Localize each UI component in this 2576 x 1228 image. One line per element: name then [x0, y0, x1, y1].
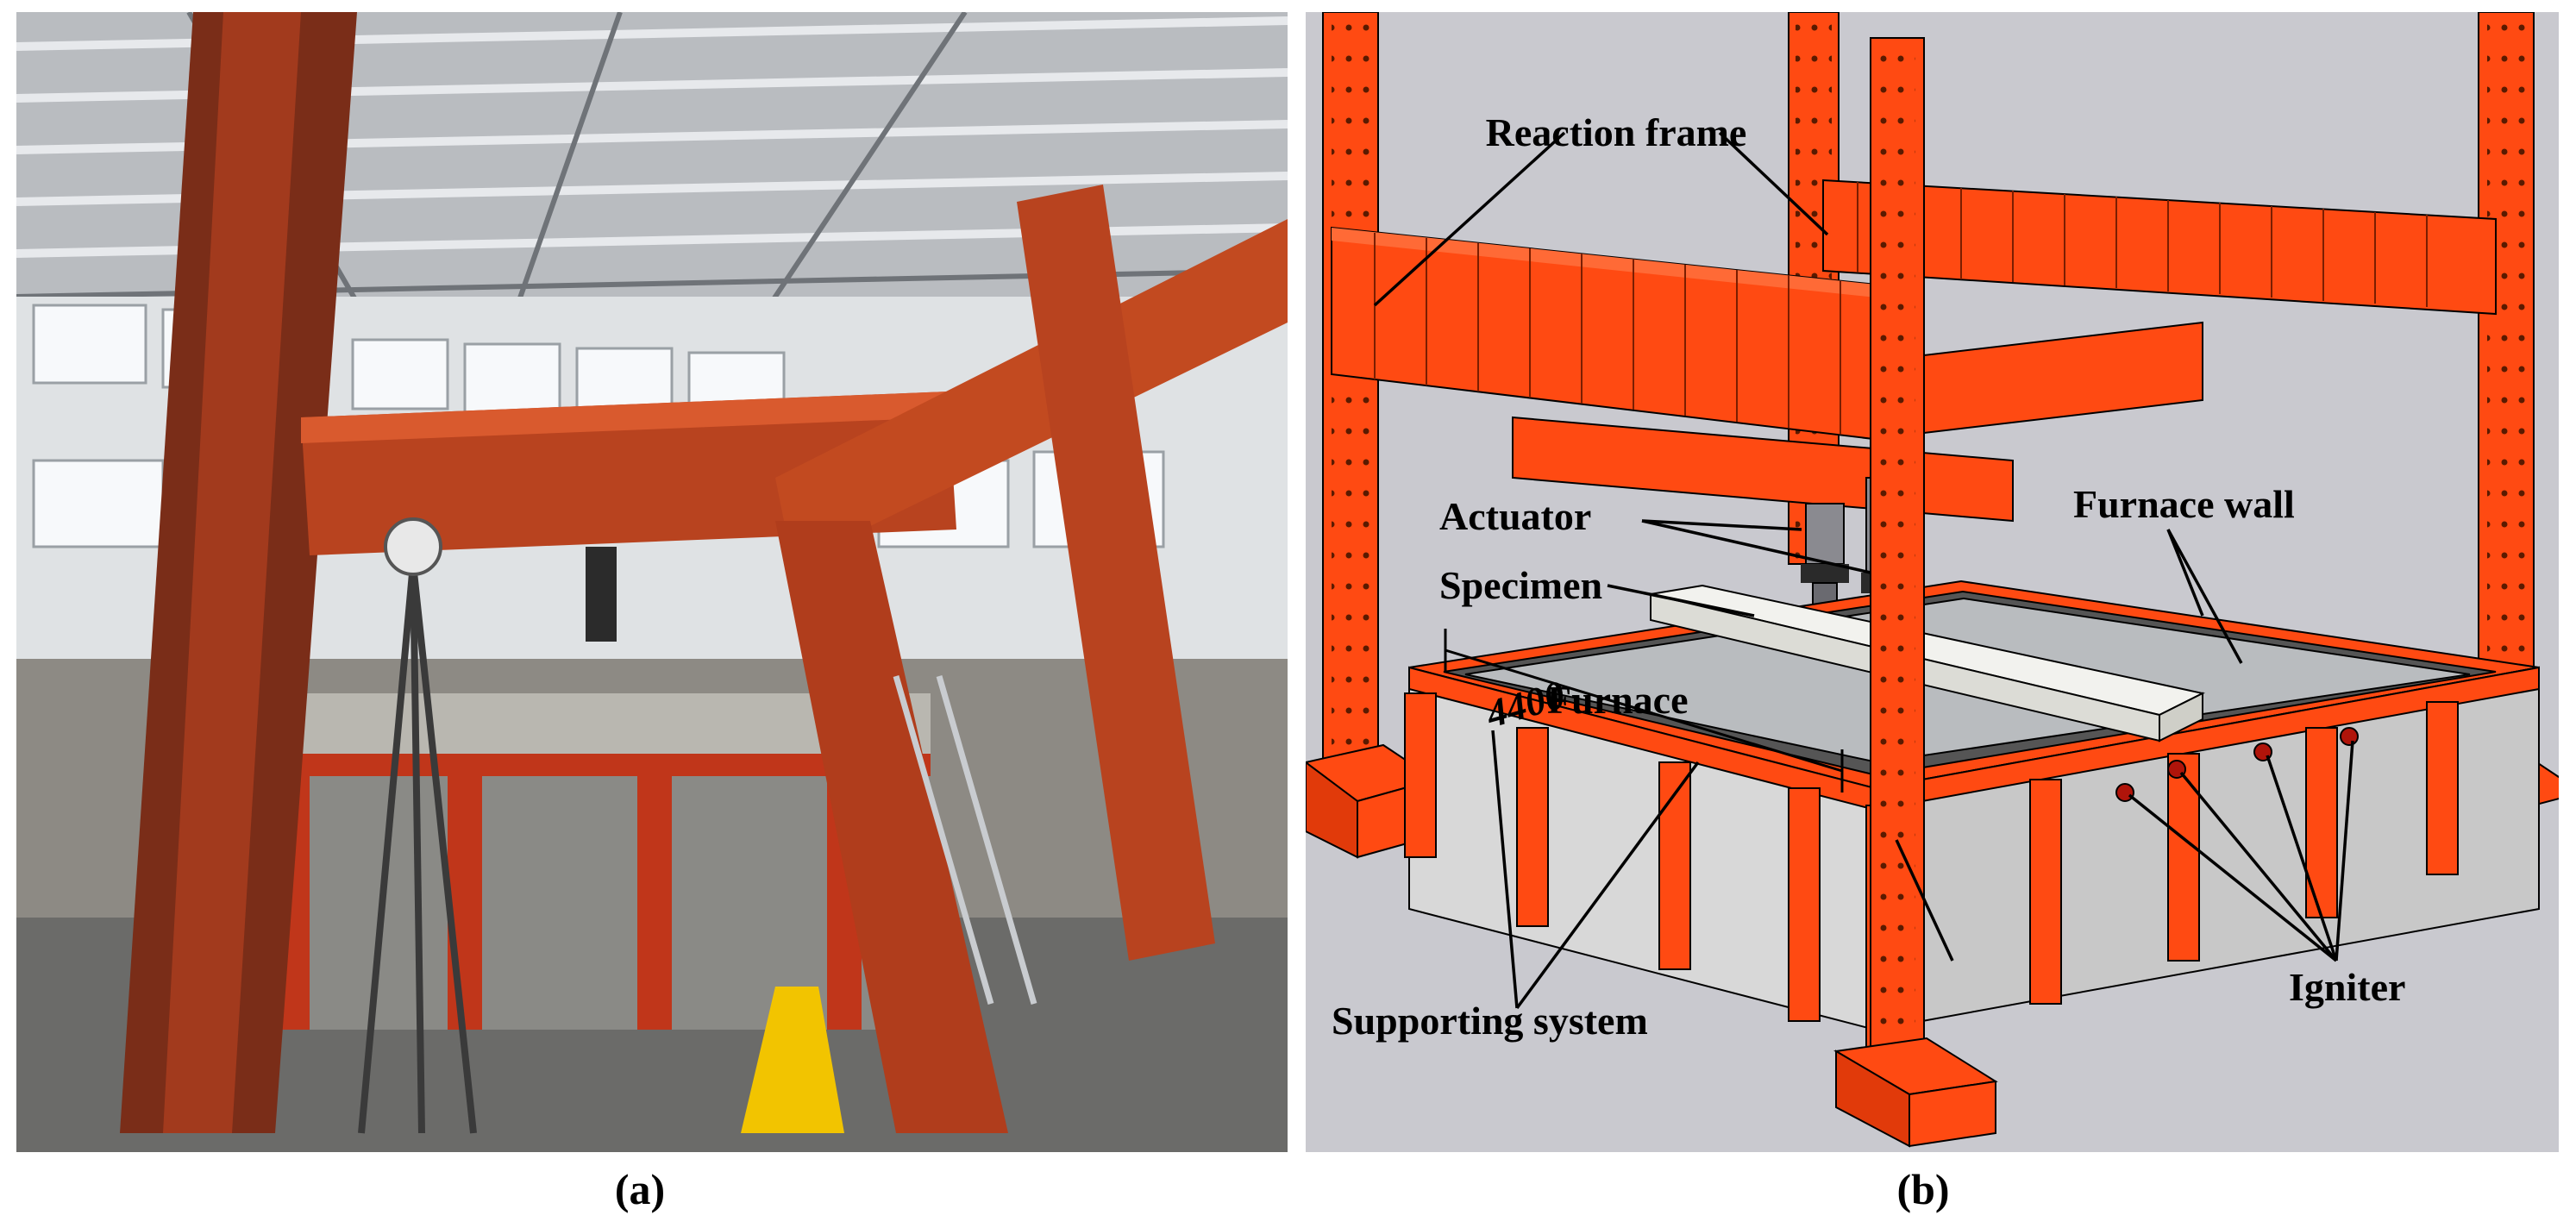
actuator-label: Actuator — [1439, 494, 1591, 538]
back-column-left — [1322, 12, 1379, 772]
schematic-panel-b: Reaction frame Actuator Specimen Furnace… — [1306, 12, 2559, 1152]
reaction-frame-label: Reaction frame — [1486, 110, 1747, 154]
furnace-wall-label: Furnace wall — [2073, 482, 2295, 526]
furnace-label: Furnace — [1547, 678, 1689, 722]
panel-b-caption: (b) — [1896, 1165, 1950, 1213]
lab-photo-illustration — [16, 12, 1288, 1152]
front-column — [1833, 37, 1998, 1148]
panel-a-caption: (a) — [614, 1165, 666, 1213]
photo-panel-a — [16, 12, 1288, 1152]
supporting-system-label: Supporting system — [1332, 999, 1648, 1043]
reaction-beam-rear — [1822, 179, 2497, 316]
span-dimension-line — [1444, 629, 1844, 793]
reaction-beam-front — [1331, 226, 1910, 445]
back-column-right — [2478, 12, 2535, 789]
test-setup-schematic: Reaction frame Actuator Specimen Furnace… — [1306, 12, 2559, 1148]
igniter-label: Igniter — [2289, 965, 2405, 1009]
specimen-label: Specimen — [1439, 563, 1602, 607]
